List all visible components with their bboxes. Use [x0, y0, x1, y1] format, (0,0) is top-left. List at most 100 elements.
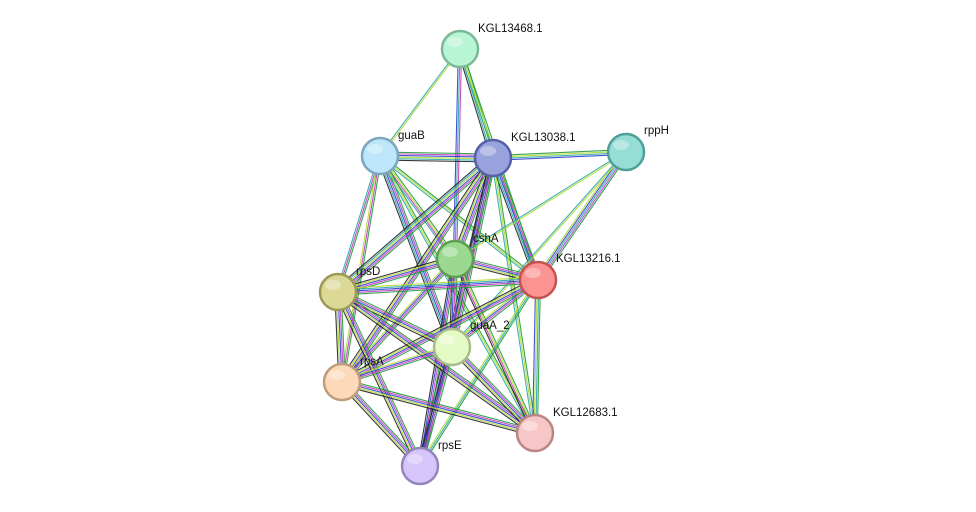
edge-guaa-2-rpsa	[341, 344, 453, 385]
edge-strand	[338, 290, 453, 347]
edge-strand	[341, 381, 536, 434]
edge-strand	[336, 292, 535, 435]
edge-kgl13216-1-kgl12683-1	[532, 279, 541, 434]
edge-strand	[337, 258, 456, 293]
edge-strand	[342, 348, 453, 385]
edge-kgl13216-1-rpsd	[337, 276, 539, 296]
node-circle[interactable]	[322, 362, 362, 402]
edge-strand	[380, 155, 457, 259]
edge-strand	[493, 152, 627, 160]
edge-strand	[449, 348, 534, 436]
node-circle[interactable]	[518, 260, 558, 300]
node-label-kgl13216-1: KGL13216.1	[556, 253, 621, 265]
edge-rpph-csha	[454, 150, 627, 261]
edge-strand	[338, 291, 422, 466]
node-highlight	[329, 370, 345, 380]
edge-strand	[342, 347, 453, 384]
edge-strand	[341, 383, 535, 436]
node-kgl12683-1[interactable]	[515, 413, 555, 453]
edge-strand	[337, 277, 538, 291]
edge-strand	[337, 156, 493, 292]
node-rpph[interactable]	[606, 132, 646, 172]
edge-strand	[336, 292, 420, 467]
node-label-guaa-2: guaA_2	[470, 320, 510, 332]
node-label-kgl12683-1: KGL12683.1	[553, 407, 618, 419]
edge-strand	[379, 155, 536, 434]
edge-strand	[492, 149, 626, 157]
edge-strand	[341, 258, 455, 382]
node-kgl13216-1[interactable]	[518, 260, 558, 300]
edge-strand	[378, 48, 460, 156]
edge-strand	[380, 155, 455, 347]
edge-strand	[334, 293, 418, 468]
edge-strand	[380, 151, 494, 155]
edge-strand	[337, 155, 381, 293]
edge-kgl13468-1-csha	[452, 48, 463, 260]
edge-rpsd-kgl12683-1	[335, 288, 538, 437]
edge-strand	[376, 156, 450, 349]
node-highlight	[367, 144, 383, 154]
edge-strand	[536, 280, 541, 434]
edge-strand	[342, 378, 536, 431]
node-highlight	[447, 37, 463, 47]
edge-strand	[451, 346, 536, 434]
node-highlight	[613, 140, 629, 150]
node-circle[interactable]	[360, 136, 400, 176]
node-circle[interactable]	[440, 29, 480, 69]
edge-strand	[492, 150, 626, 158]
edge-kgl13468-1-guab	[378, 48, 462, 157]
node-circle[interactable]	[606, 132, 646, 172]
edge-strand	[338, 158, 494, 294]
node-label-csha: cshA	[473, 233, 499, 245]
edge-strand	[540, 153, 630, 283]
edge-strand	[335, 155, 379, 292]
edge-strand	[381, 154, 458, 258]
node-highlight	[407, 454, 423, 464]
edge-strand	[338, 282, 539, 296]
node-circle[interactable]	[432, 327, 472, 367]
edge-strand	[379, 159, 493, 163]
node-highlight	[442, 247, 458, 257]
edge-strand	[535, 280, 540, 434]
node-rpsd[interactable]	[318, 272, 358, 312]
node-layer	[318, 29, 646, 486]
edge-strand	[379, 155, 539, 281]
node-circle[interactable]	[473, 138, 513, 178]
edge-strand	[380, 154, 540, 280]
edge-strand	[532, 279, 537, 433]
edge-strand	[341, 384, 535, 437]
edge-strand	[454, 150, 626, 259]
node-circle[interactable]	[400, 446, 440, 486]
edge-strand	[339, 383, 419, 469]
edge-strand	[379, 155, 453, 348]
edge-strand	[452, 259, 534, 435]
node-circle[interactable]	[515, 413, 555, 453]
node-kgl13038-1[interactable]	[473, 138, 513, 178]
edge-strand	[339, 159, 495, 295]
node-rpsa[interactable]	[322, 362, 362, 402]
node-highlight	[525, 268, 541, 278]
edge-strand	[342, 379, 536, 432]
node-rpse[interactable]	[400, 446, 440, 486]
edge-strand	[536, 150, 626, 280]
node-circle[interactable]	[435, 239, 475, 279]
edge-strand	[337, 291, 421, 467]
edge-rpsd-rpse	[334, 290, 424, 468]
edge-strand	[418, 278, 538, 466]
node-guaa-2[interactable]	[432, 327, 472, 367]
edge-strand	[343, 379, 423, 465]
edge-strand	[454, 48, 461, 260]
edge-strand	[336, 255, 455, 290]
node-kgl13468-1[interactable]	[440, 29, 480, 69]
node-circle[interactable]	[318, 272, 358, 312]
node-highlight	[325, 280, 341, 290]
edge-guaa-2-kgl12683-1	[449, 344, 538, 436]
edge-rpsa-kgl12683-1	[341, 378, 536, 437]
node-label-rpsd: rpsD	[356, 266, 380, 278]
edge-strand	[453, 344, 538, 432]
node-csha[interactable]	[435, 239, 475, 279]
node-guab[interactable]	[360, 136, 400, 176]
edge-strand	[380, 49, 462, 157]
